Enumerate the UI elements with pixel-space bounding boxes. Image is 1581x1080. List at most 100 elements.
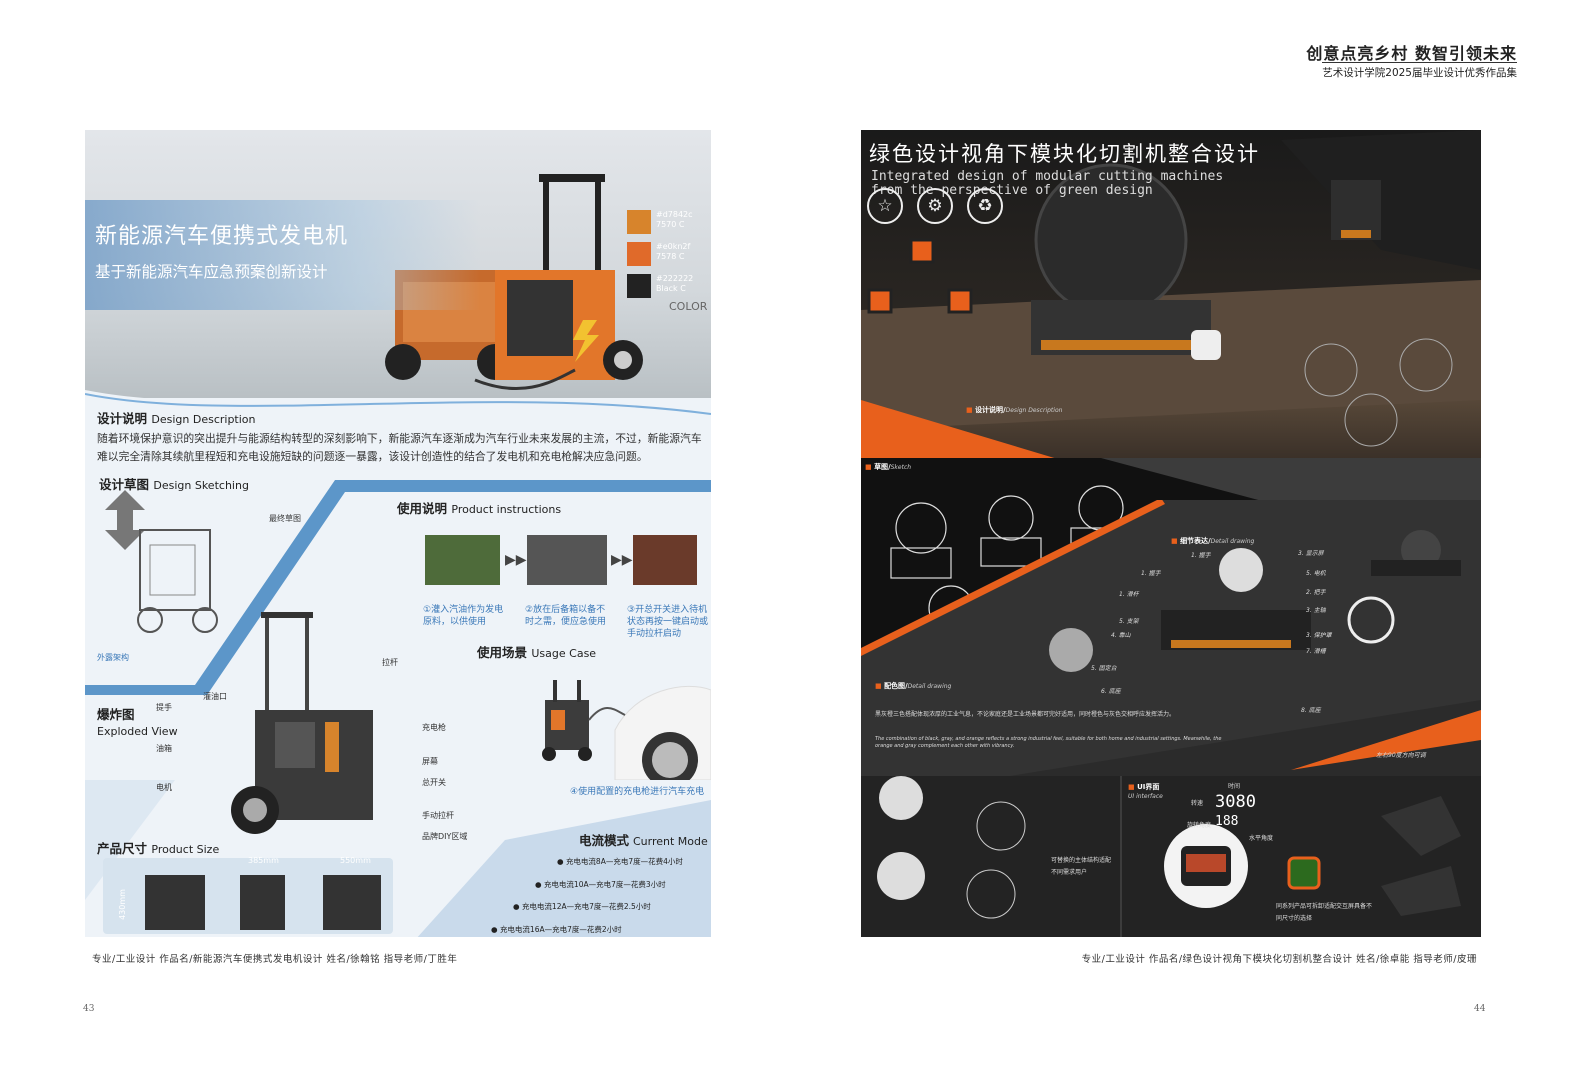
design-desc-tag: ■ 设计说明/Design Description [966,406,1063,414]
instructions-heading: 使用说明 Product instructions [397,501,562,516]
detail-label: 2. 把手 [1306,589,1326,596]
color-swatch-1 [627,210,651,234]
current-mode-heading: 电流模式 Current Mode [579,833,708,848]
label-frame: 外露架构 [97,653,129,662]
step-arrow-icon: ▶▶ [505,552,527,568]
product-title: 新能源汽车便携式发电机 [95,224,349,249]
collection-subtitle: 艺术设计学院2025届毕业设计优秀作品集 [1322,62,1517,80]
label-rod: 拉杆 [382,658,398,667]
ui-speed-label: 转速 [1191,800,1204,807]
detail-label: 3. 显示屏 [1298,550,1324,557]
recycle-icon: ♻ [967,188,1003,224]
label-manual-pull: 手动拉杆 [422,811,454,820]
rotate-note: 左右90度方向可调 [1376,752,1426,759]
detail-label: 6. 底座 [1101,688,1121,695]
collection-title: 创意点亮乡村 数智引领未来 [1306,44,1517,63]
left-caption: 专业/工业设计 作品名/新能源汽车便携式发电机设计 姓名/徐翰铭 指导老师/丁胜… [92,954,458,965]
ui-level-label: 水平角度 [1249,835,1274,842]
ui-speed-value: 3080 [1215,792,1256,812]
usage-scene [542,680,711,780]
label-fuel-inlet: 灌油口 [203,692,227,701]
project-title: 绿色设计视角下模块化切割机整合设计 [869,142,1260,166]
label-fuel-tank: 油箱 [156,744,172,753]
detail-panel [861,500,1481,790]
design-sketch [105,490,218,633]
label-main-switch: 总开关 [422,778,446,787]
current-mode-item: ● 充电电流8A—充电7度—花费4小时 [557,857,683,866]
gear-icon: ⚙ [917,188,953,224]
current-mode-item: ● 充电电流16A—充电7度—花费2小时 [491,925,622,934]
label-screen: 屏幕 [422,757,438,766]
design-description-heading: 设计说明 Design Description [97,411,256,426]
detail-label: 3. 保护罩 [1306,632,1332,639]
dim-height: 430mm [117,889,127,920]
right-caption: 专业/工业设计 作品名/绿色设计视角下模块化切割机整合设计 姓名/徐卓能 指导老… [1081,954,1477,965]
size-front [145,875,205,930]
detail-label: 5. 电机 [1306,570,1326,577]
sketch-tag: ■ 草图/Sketch [865,463,912,471]
hero-banner: 新能源汽车便携式发电机 基于新能源汽车应急预案创新设计 [85,200,480,310]
detail-label: 7. 滑槽 [1306,648,1326,655]
dim-depth: 550mm [340,856,371,865]
step-2-image [527,535,607,585]
detail-label: 5. 固定台 [1091,665,1117,672]
wheel [385,344,421,380]
step-3-text: ③开总开关进入待机状态再按一键启动或手动拉杆启动 [627,605,709,639]
usage-caption: ④使用配置的充电枪进行汽车充电 [570,787,705,797]
label-motor: 电机 [156,783,172,792]
saw-render [861,130,1481,460]
ui-time-label: 时间 [1228,783,1241,790]
bottom-render [877,776,1461,937]
color-swatch-3 [627,274,651,298]
size-back [323,875,381,930]
detail-label: 8. 底座 [1301,707,1321,714]
right-poster: 绿色设计视角下模块化切割机整合设计 Integrated design of m… [861,130,1481,937]
step-2-text: ②放在后备箱以备不时之需，便应急使用 [525,605,607,627]
star-icon: ☆ [867,188,903,224]
generator-render [385,174,643,390]
color-text-en: The combination of black, gray, and oran… [875,736,1222,749]
series-note: 同系列产品可拆卸适配交互屏具备不同尺寸的选择 [1276,903,1373,922]
step-1-text: ①灌入汽油作为发电原料，以供使用 [423,605,504,627]
detail-label: 1. 握手 [1141,570,1161,577]
label-handle: 提手 [156,703,172,712]
usage-heading: 使用场景 Usage Case [477,645,597,660]
design-description-body: 随着环境保护意识的突出提升与能源结构转型的深刻影响下，新能源汽车逐渐成为汽车行业… [97,432,702,463]
dim-width: 385mm [248,856,279,865]
ui-angle-label: 旋转角度 [1187,822,1212,829]
wave-divider [85,390,711,420]
label-brand-diy: 品牌DIY区域 [422,832,468,841]
page-number-left: 43 [83,1004,95,1014]
exploded-render [231,612,373,834]
color-label: COLOR [669,300,708,313]
page-number-right: 44 [1474,1004,1486,1014]
detail-label: 4. 靠山 [1111,632,1131,639]
size-heading: 产品尺寸 Product Size [97,841,220,856]
label-final-sketch: 最终草图 [269,514,301,523]
step-3-image [633,535,697,585]
ui-angle-value: 188 [1215,814,1239,829]
color-text: 黑灰橙三色搭配体现浓厚的工业气息，不论家庭还是工业场景都可完好适用，同时橙色与灰… [875,711,1176,718]
detail-label: 5. 支架 [1119,618,1139,625]
color-tag: ■ 配色图/Detail drawing [875,682,952,690]
detail-tag: ■ 细节表达/Detail drawing [1171,537,1255,545]
size-side [240,875,285,930]
modular-note: 可替换的主体结构适配不同需求用户 [1051,857,1112,876]
label-charge-gun: 充电枪 [422,723,446,732]
detail-label: 1. 握手 [1191,552,1211,559]
detail-label: 1. 滑杆 [1119,591,1139,598]
detail-label: 3. 主轴 [1306,607,1326,614]
current-mode-item: ● 充电电流12A—充电7度—花费2.5小时 [513,902,651,911]
step-arrow-icon: ▶▶ [611,552,633,568]
step-1-image [425,535,500,585]
current-mode-item: ● 充电电流10A—充电7度—花费3小时 [535,880,666,889]
sketching-heading: 设计草图 Design Sketching [99,477,249,492]
color-swatch-2 [627,242,651,266]
